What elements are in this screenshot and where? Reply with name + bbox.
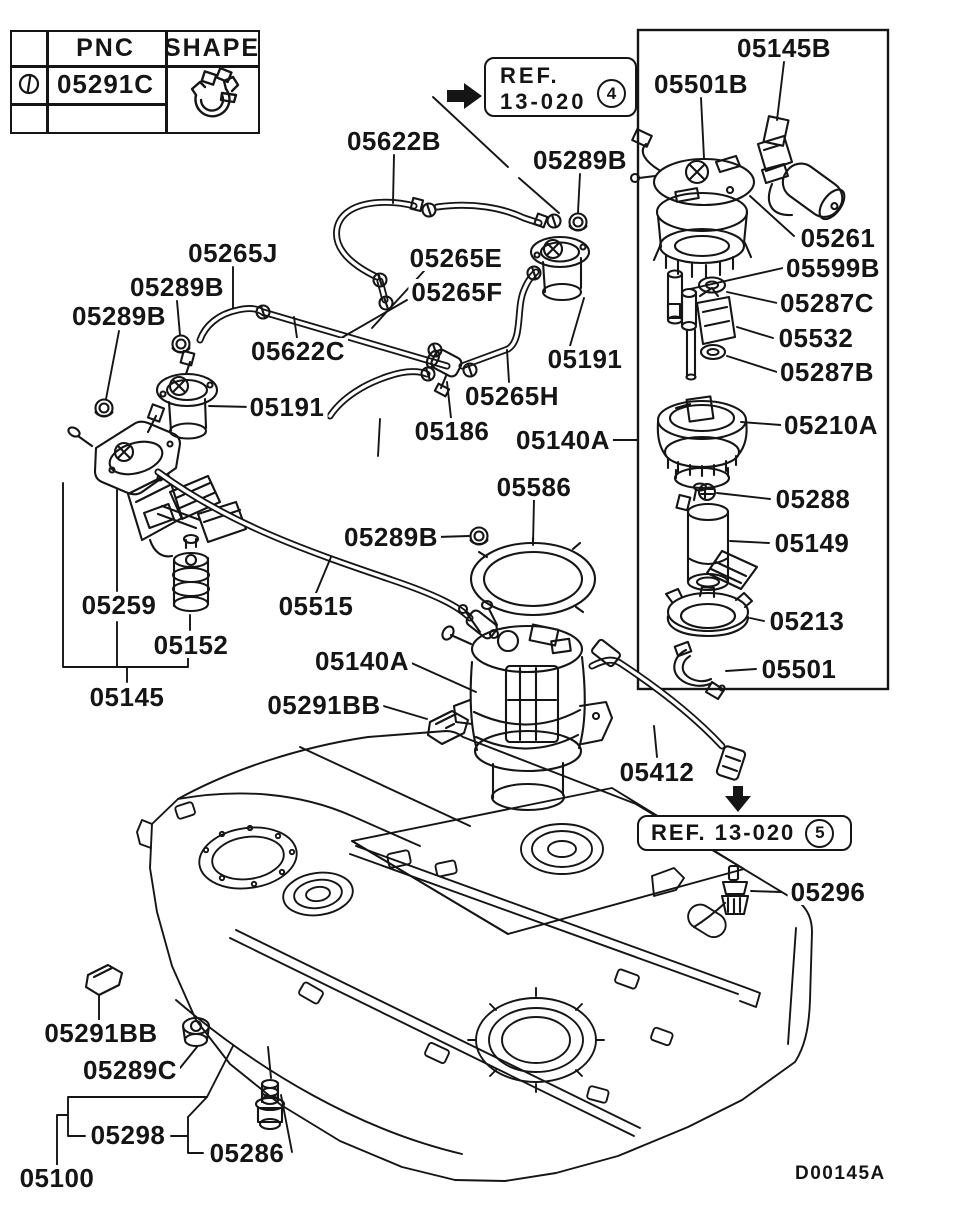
part-label-05586: 05586: [493, 474, 575, 500]
part-label-05287b: 05287B: [776, 359, 878, 385]
table-divider: [12, 65, 258, 68]
two-way-valve-left-drawing: [94, 334, 219, 440]
leader-lines: [56, 61, 795, 1167]
pnc-value: 05291C: [56, 68, 155, 99]
part-label-05265e: 05265E: [406, 245, 506, 271]
part-label-05286: 05286: [206, 1140, 288, 1166]
arrow-right-icon: [447, 83, 482, 109]
part-label-05191: 05191: [544, 346, 626, 372]
ref-line2: 13-020: [500, 89, 587, 114]
two-way-valve-right-drawing: [529, 212, 591, 302]
pump-module-drawing: [426, 526, 614, 812]
part-label-05186: 05186: [411, 418, 493, 444]
ref-text: REF. 13-020: [651, 820, 796, 845]
part-label-05265h: 05265H: [461, 383, 563, 409]
part-label-05515: 05515: [275, 593, 357, 619]
ref-line1: REF.: [500, 63, 560, 88]
part-label-05213: 05213: [766, 608, 848, 634]
part-label-05149: 05149: [771, 530, 853, 556]
fuel-sender-assembly-drawing: [67, 403, 248, 613]
table-divider: [46, 32, 49, 132]
part-label-05289b: 05289B: [340, 524, 442, 550]
ref-callout-13-020-5: REF. 13-020 5: [637, 815, 852, 851]
circled-number-4: 4: [597, 79, 626, 108]
part-label-05261: 05261: [797, 225, 879, 251]
clip-symbol-icon: [12, 65, 46, 103]
hose-clamp-icon: [165, 65, 259, 131]
part-label-05140a: 05140A: [311, 648, 413, 674]
part-label-05140a: 05140A: [512, 427, 614, 453]
table-divider: [12, 103, 165, 106]
part-label-05501: 05501: [758, 656, 840, 682]
part-label-05288: 05288: [772, 486, 854, 512]
part-label-05599b: 05599B: [782, 255, 884, 281]
part-label-05265f: 05265F: [408, 279, 506, 305]
part-label-05291bb: 05291BB: [264, 692, 384, 718]
part-label-05289c: 05289C: [79, 1057, 181, 1083]
part-label-05532: 05532: [775, 325, 857, 351]
part-label-05298: 05298: [87, 1122, 169, 1148]
part-label-05291bb: 05291BB: [41, 1020, 161, 1046]
pnc-column-header: PNC: [76, 34, 135, 62]
part-label-05296: 05296: [787, 879, 869, 905]
part-label-05289b: 05289B: [126, 274, 228, 300]
drawing-code: D00145A: [795, 1163, 886, 1184]
part-label-05145b: 05145B: [733, 35, 835, 61]
fuel-hoses-drawing: [154, 196, 751, 812]
part-label-05191: 05191: [246, 394, 328, 420]
part-label-05622b: 05622B: [343, 128, 445, 154]
part-label-05412: 05412: [616, 759, 698, 785]
pump-gauge-assembly-drawing: [629, 115, 846, 701]
part-label-05259: 05259: [78, 592, 160, 618]
part-label-05210a: 05210A: [780, 412, 882, 438]
fuel-tank-drawing: [136, 730, 813, 1182]
ref-callout-13-020-4: REF. 13-020 4: [484, 57, 637, 117]
part-label-05265j: 05265J: [185, 240, 281, 266]
part-label-05289b: 05289B: [529, 147, 631, 173]
part-label-05289b: 05289B: [68, 303, 170, 329]
part-label-05100: 05100: [16, 1165, 98, 1191]
part-label-05152: 05152: [150, 632, 232, 658]
fasteners-drawing: [84, 864, 750, 1131]
part-label-05501b: 05501B: [650, 71, 752, 97]
part-label-05287c: 05287C: [776, 290, 878, 316]
part-label-05622c: 05622C: [247, 338, 349, 364]
part-label-05145: 05145: [86, 684, 168, 710]
circled-number-5: 5: [805, 818, 835, 848]
table-divider: [165, 32, 168, 132]
shape-column-header: SHAPE: [163, 34, 261, 62]
right-parts-box: [636, 28, 890, 691]
pnc-table: PNC SHAPE 05291C: [10, 30, 260, 134]
